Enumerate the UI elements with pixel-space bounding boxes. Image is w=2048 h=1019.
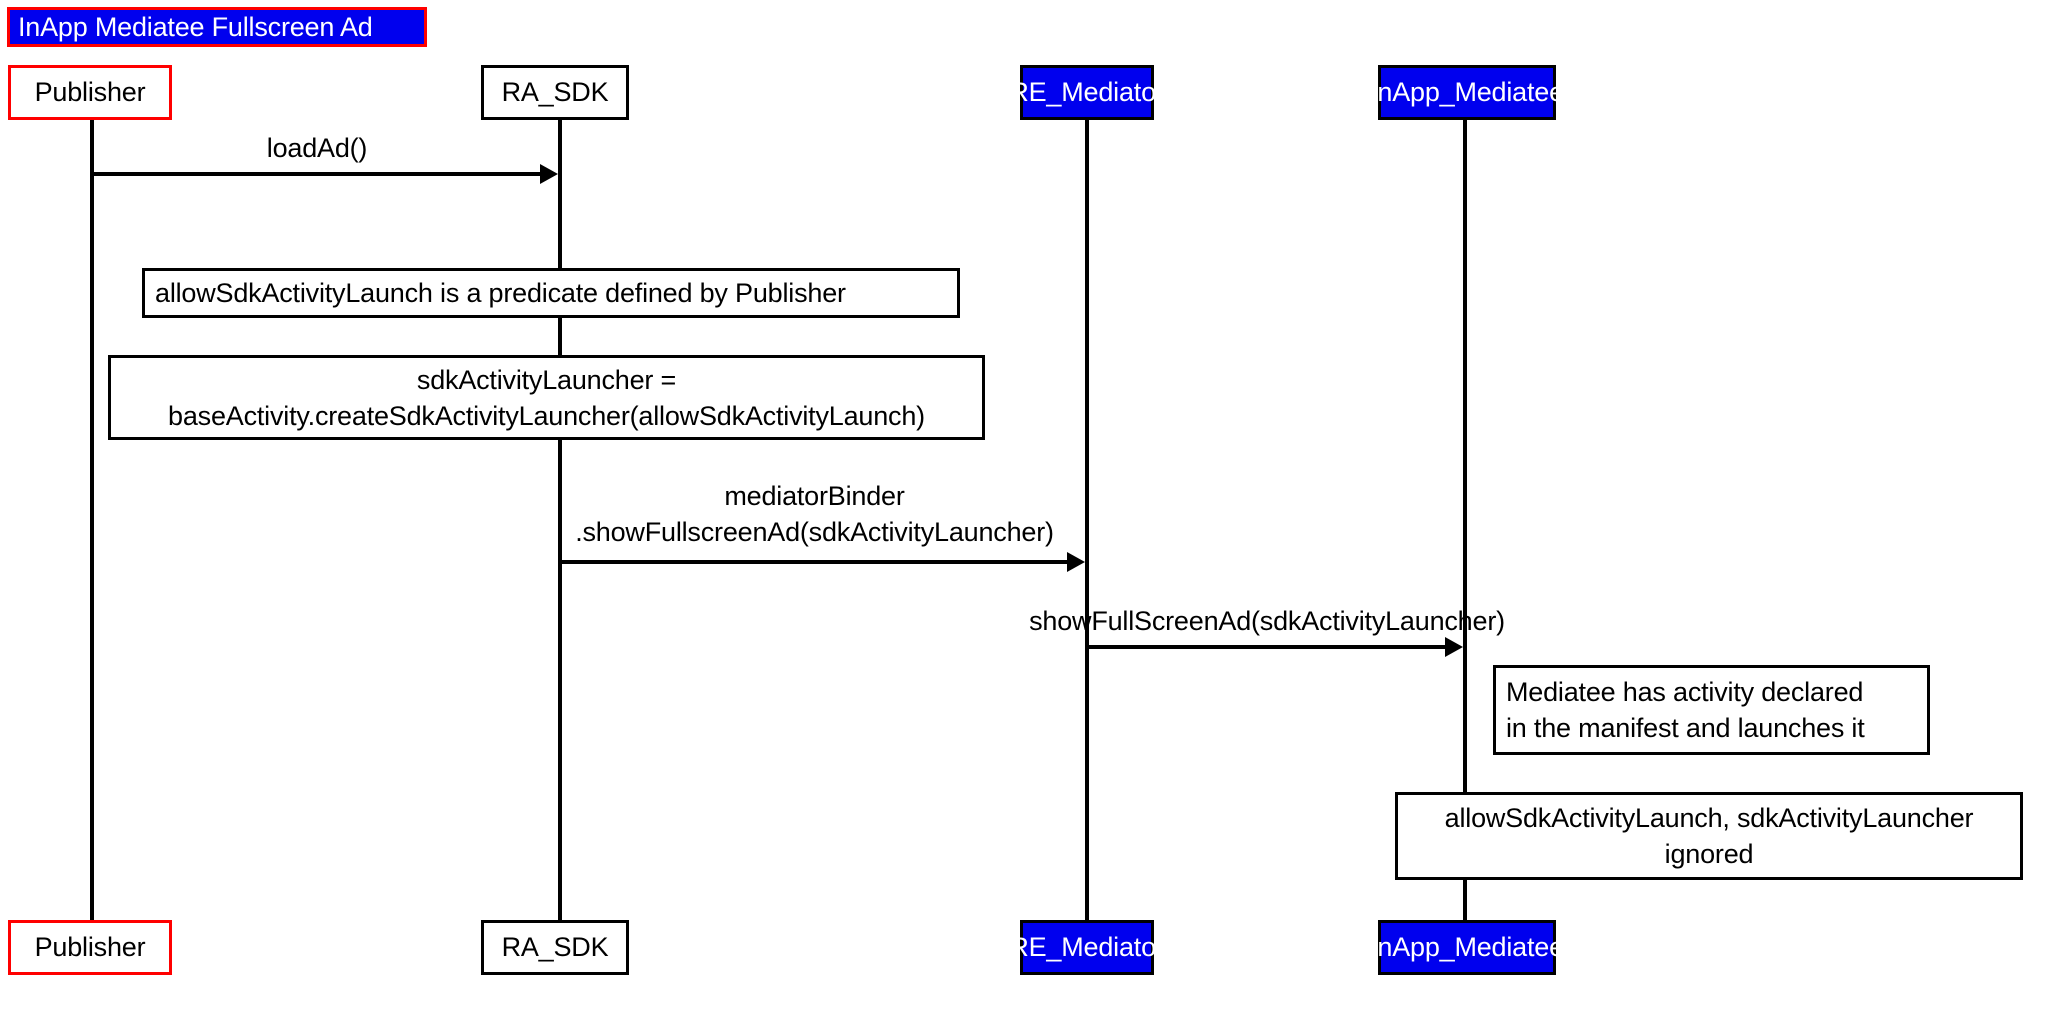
message-label: loadAd(): [266, 133, 368, 163]
arrow-head-icon: [1445, 637, 1463, 657]
participant-header-re-mediator[interactable]: RE_Mediator: [1009, 65, 1165, 120]
participant-footer-inapp-mediatee[interactable]: InApp_Mediatee: [1370, 920, 1564, 975]
arrow-head-icon: [1067, 552, 1085, 572]
participant-footer-publisher[interactable]: Publisher: [8, 920, 172, 975]
message-shaft: [560, 560, 1069, 564]
diagram-title-banner: InApp Mediatee Fullscreen Ad: [7, 7, 427, 47]
lifeline-ra-sdk: [558, 120, 562, 920]
participant-header-ra-sdk[interactable]: RA_SDK: [481, 65, 629, 120]
message-show-fullscreen-ad[interactable]: mediatorBinder .showFullscreenAd(sdkActi…: [560, 481, 1087, 584]
message-load-ad[interactable]: loadAd(): [92, 133, 560, 196]
note-mediatee-manifest: Mediatee has activity declared in the ma…: [1493, 665, 1930, 755]
message-label: showFullScreenAd(sdkActivityLauncher): [1029, 606, 1505, 636]
note-ignored: allowSdkActivityLaunch, sdkActivityLaunc…: [1395, 792, 2023, 880]
message-shaft: [92, 172, 542, 176]
lifeline-re-mediator: [1085, 120, 1089, 920]
arrow-head-icon: [540, 164, 558, 184]
note-launcher-creation: sdkActivityLauncher = baseActivity.creat…: [108, 355, 985, 440]
lifeline-publisher: [90, 120, 94, 920]
participant-header-publisher[interactable]: Publisher: [8, 65, 172, 120]
participant-header-inapp-mediatee[interactable]: InApp_Mediatee: [1370, 65, 1564, 120]
message-label: mediatorBinder .showFullscreenAd(sdkActi…: [575, 481, 1054, 547]
note-predicate: allowSdkActivityLaunch is a predicate de…: [142, 268, 960, 318]
message-shaft: [1087, 645, 1447, 649]
participant-footer-ra-sdk[interactable]: RA_SDK: [481, 920, 629, 975]
participant-footer-re-mediator[interactable]: RE_Mediator: [1009, 920, 1165, 975]
lifeline-inapp-mediatee: [1463, 120, 1467, 920]
message-show-full-screen-ad[interactable]: showFullScreenAd(sdkActivityLauncher): [1029, 606, 1505, 669]
